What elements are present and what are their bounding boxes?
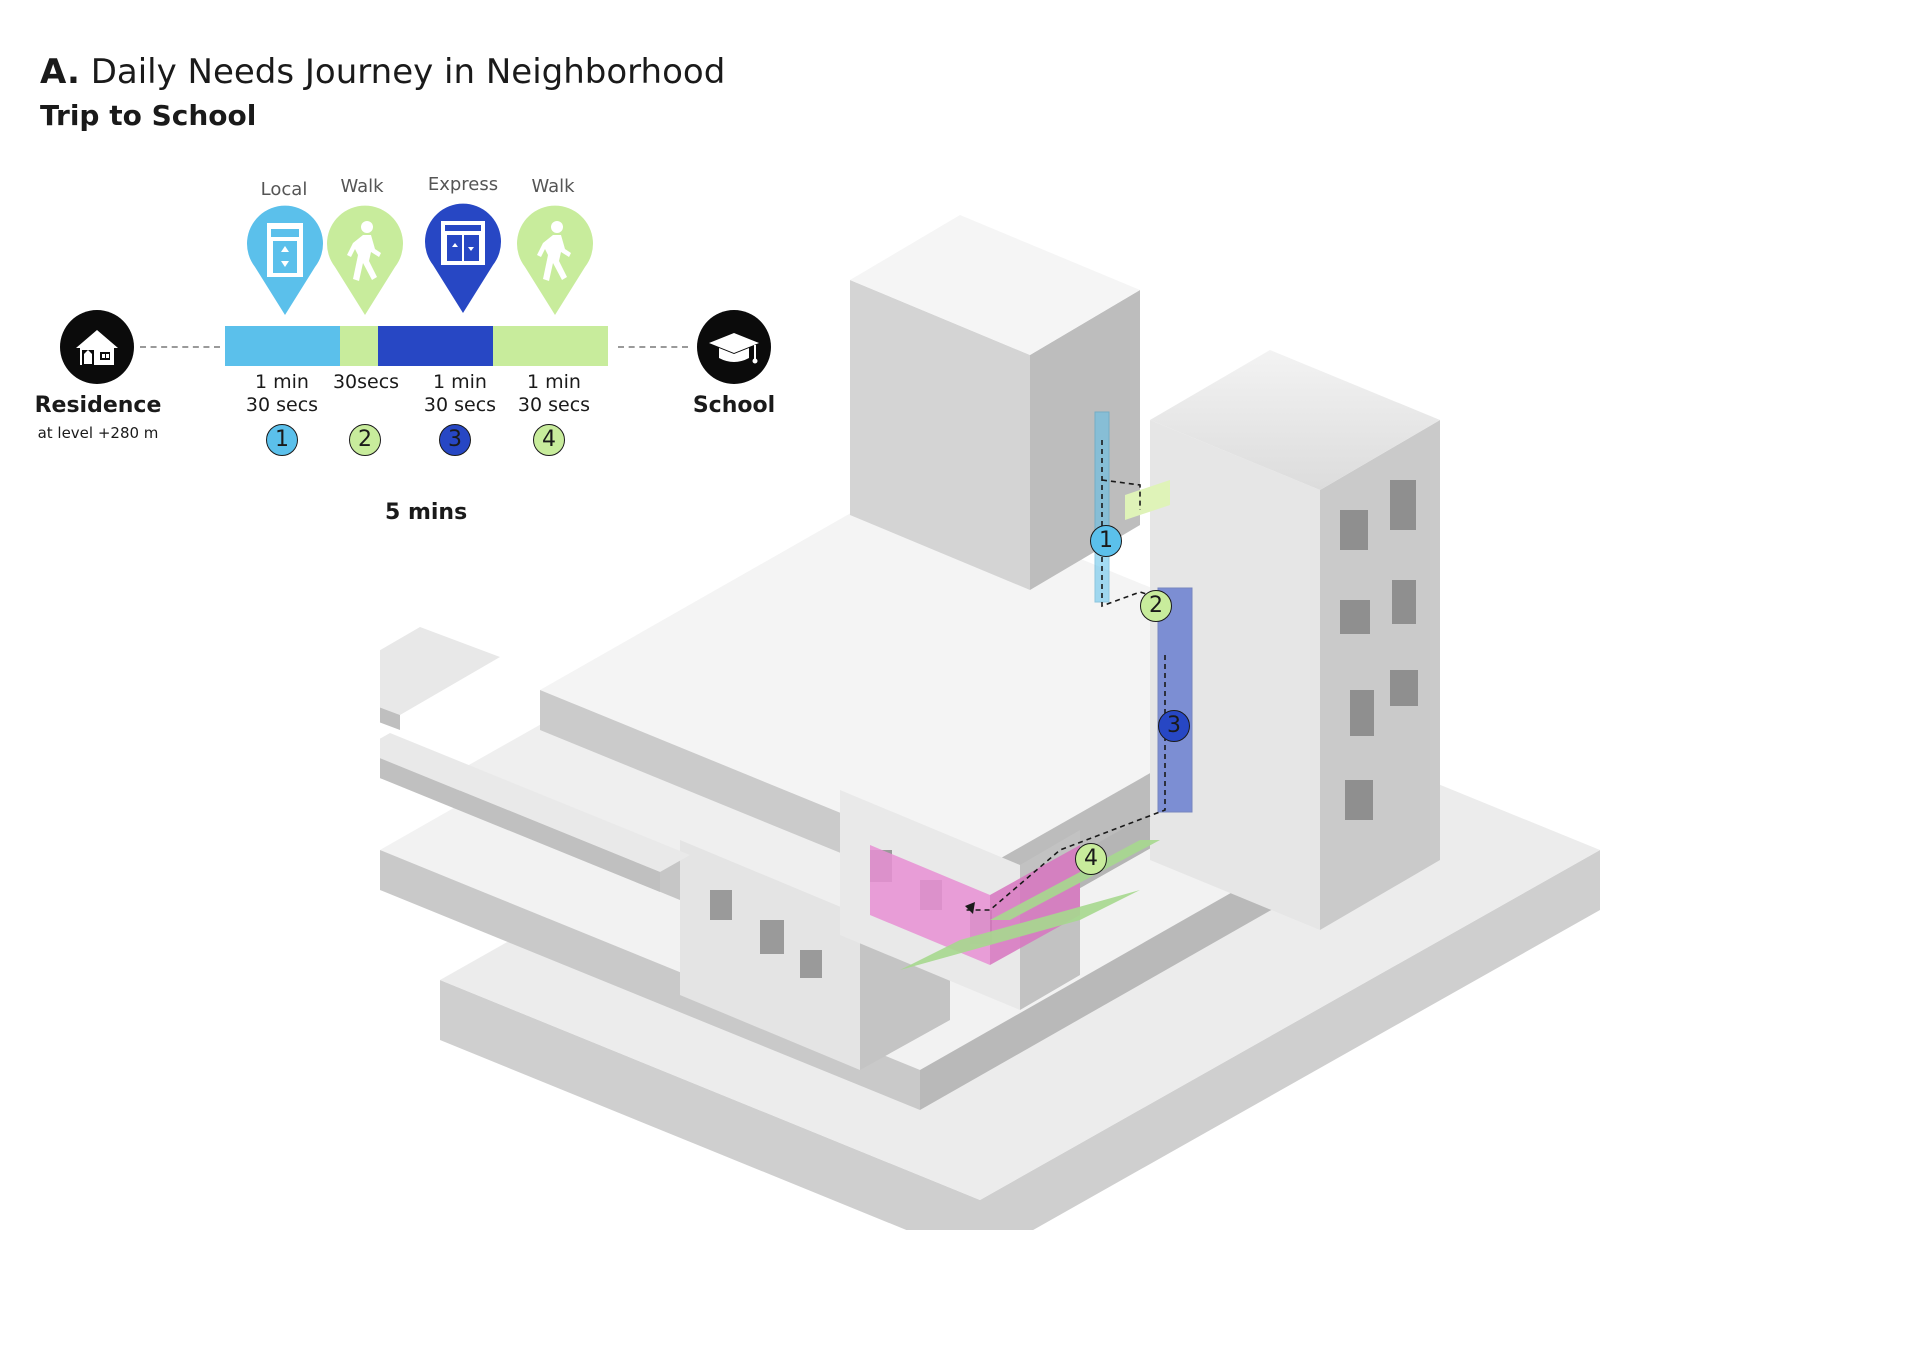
building-axonometric-model (380, 150, 1610, 1230)
leg-1-number: 1 (266, 424, 298, 456)
journey-timeline-bar (225, 326, 608, 366)
origin-label: Residence (34, 393, 162, 418)
map-marker-4: 4 (1075, 843, 1107, 875)
title-prefix: A. (40, 52, 80, 92)
leg-3-mode-label: Express (427, 174, 499, 195)
leg-2-duration-line1: 30secs (332, 371, 400, 393)
diagram-subtitle: Trip to School (40, 99, 257, 132)
leg-4-duration-line1: 1 min (527, 371, 581, 393)
leg-2-number: 2 (349, 424, 381, 456)
leg-1-duration: 1 min 30 secs (222, 371, 342, 417)
leg-4-duration-line2: 30 secs (517, 394, 591, 416)
walk-pin-2 (515, 205, 595, 317)
map-marker-2: 2 (1140, 590, 1172, 622)
graduation-cap-icon (697, 310, 771, 384)
map-marker-1: 1 (1090, 525, 1122, 557)
timeline-segment-1 (225, 326, 340, 366)
leg-3-duration-line2: 30 secs (423, 394, 497, 416)
timeline-segment-4 (493, 326, 608, 366)
local-elevator-pin (245, 205, 325, 317)
leg-4-number: 4 (533, 424, 565, 456)
leg-2-mode-label: Walk (340, 176, 384, 197)
leg-2-duration: 30secs (306, 371, 426, 394)
leg-3-duration: 1 min 30 secs (400, 371, 520, 417)
leg-1-duration-line2: 30 secs (245, 394, 319, 416)
destination-label: School (692, 393, 776, 418)
map-marker-3: 3 (1158, 710, 1190, 742)
leg-1-mode-label: Local (260, 179, 308, 200)
leg-3-duration-line1: 1 min (433, 371, 487, 393)
timeline-segment-3 (378, 326, 494, 366)
express-elevator-pin (423, 203, 503, 315)
title-text: Daily Needs Journey in Neighborhood (90, 52, 726, 92)
total-duration: 5 mins (385, 500, 468, 525)
origin-sublabel: at level +280 m (37, 424, 159, 442)
leg-3-number: 3 (439, 424, 471, 456)
house-icon (60, 310, 134, 384)
leg-1-duration-line1: 1 min (255, 371, 309, 393)
timeline-segment-2 (339, 326, 379, 366)
dash-connector-right (618, 346, 688, 348)
dash-connector-left (140, 346, 220, 348)
leg-4-mode-label: Walk (531, 176, 575, 197)
diagram-title: A. Daily Needs Journey in Neighborhood (40, 50, 725, 94)
leg-4-duration: 1 min 30 secs (494, 371, 614, 417)
walk-pin-1 (325, 205, 405, 317)
